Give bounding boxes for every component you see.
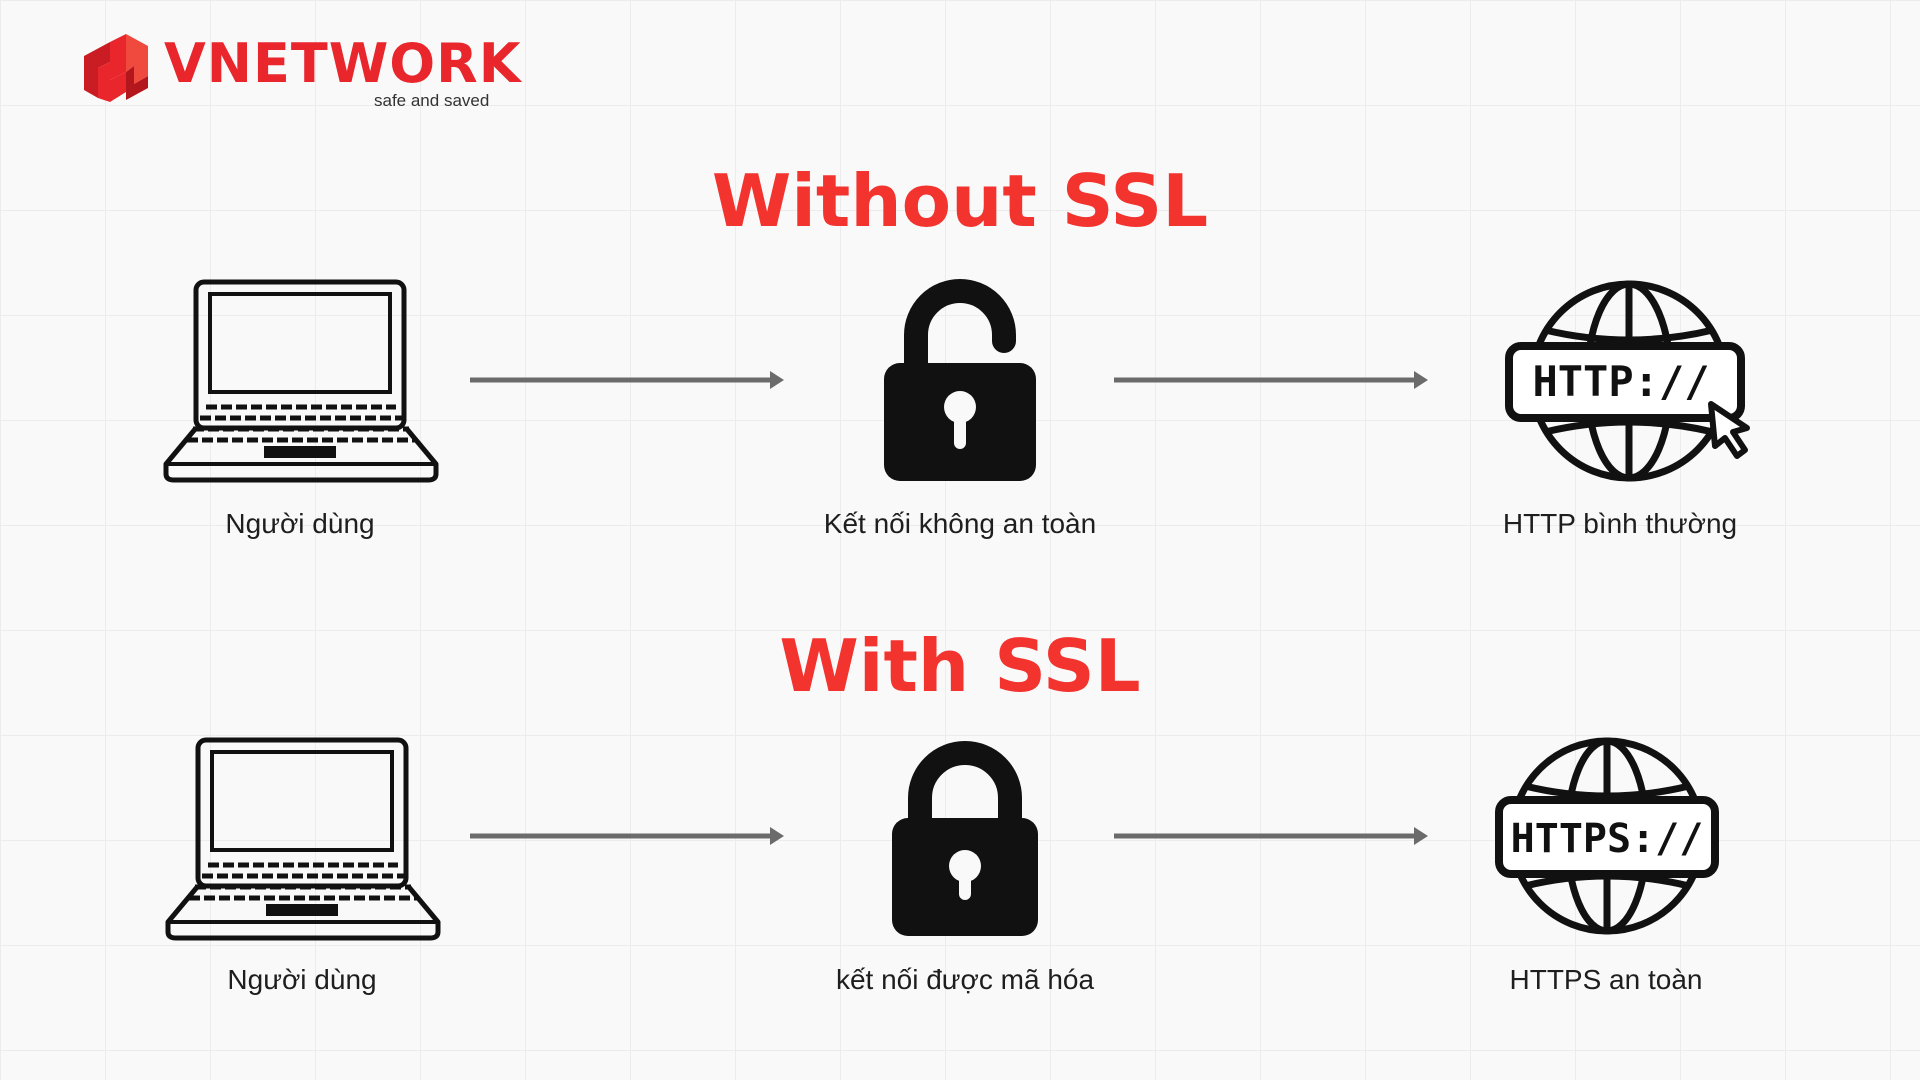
- arrow-right-icon: [1114, 371, 1428, 389]
- node-label-insecure-connection: Kết nối không an toàn: [823, 508, 1097, 539]
- node-label-https: HTTPS an toàn: [1509, 964, 1703, 995]
- arrow-right-icon: [470, 827, 784, 845]
- node-label-user: Người dùng: [227, 964, 377, 995]
- section-title-with-ssl: With SSL: [779, 624, 1141, 708]
- arrow-right-icon: [470, 371, 784, 389]
- unlocked-padlock-icon: [884, 279, 1036, 481]
- node-label-encrypted-connection: kết nối được mã hóa: [835, 964, 1095, 995]
- section-title-without-ssl: Without SSL: [711, 159, 1209, 243]
- brand-tagline: safe and saved: [374, 91, 490, 110]
- globe-https-icon: HTTPS://: [1495, 737, 1719, 935]
- http-badge-text: HTTP://: [1532, 357, 1709, 406]
- brand-logo: VNETWORK safe and saved: [80, 32, 522, 112]
- https-badge-text: HTTPS://: [1511, 816, 1704, 862]
- locked-padlock-icon: [892, 741, 1038, 936]
- laptop-icon: [163, 279, 439, 483]
- vnetwork-logo-mark-icon: [84, 34, 148, 102]
- node-label-http: HTTP bình thường: [1502, 508, 1738, 539]
- arrow-right-icon: [1114, 827, 1428, 845]
- globe-http-icon: HTTP://: [1505, 280, 1750, 482]
- node-label-user: Người dùng: [225, 508, 375, 539]
- brand-name: VNETWORK: [164, 32, 522, 95]
- cursor-pointer-icon: [1708, 401, 1750, 459]
- laptop-icon: [165, 737, 441, 941]
